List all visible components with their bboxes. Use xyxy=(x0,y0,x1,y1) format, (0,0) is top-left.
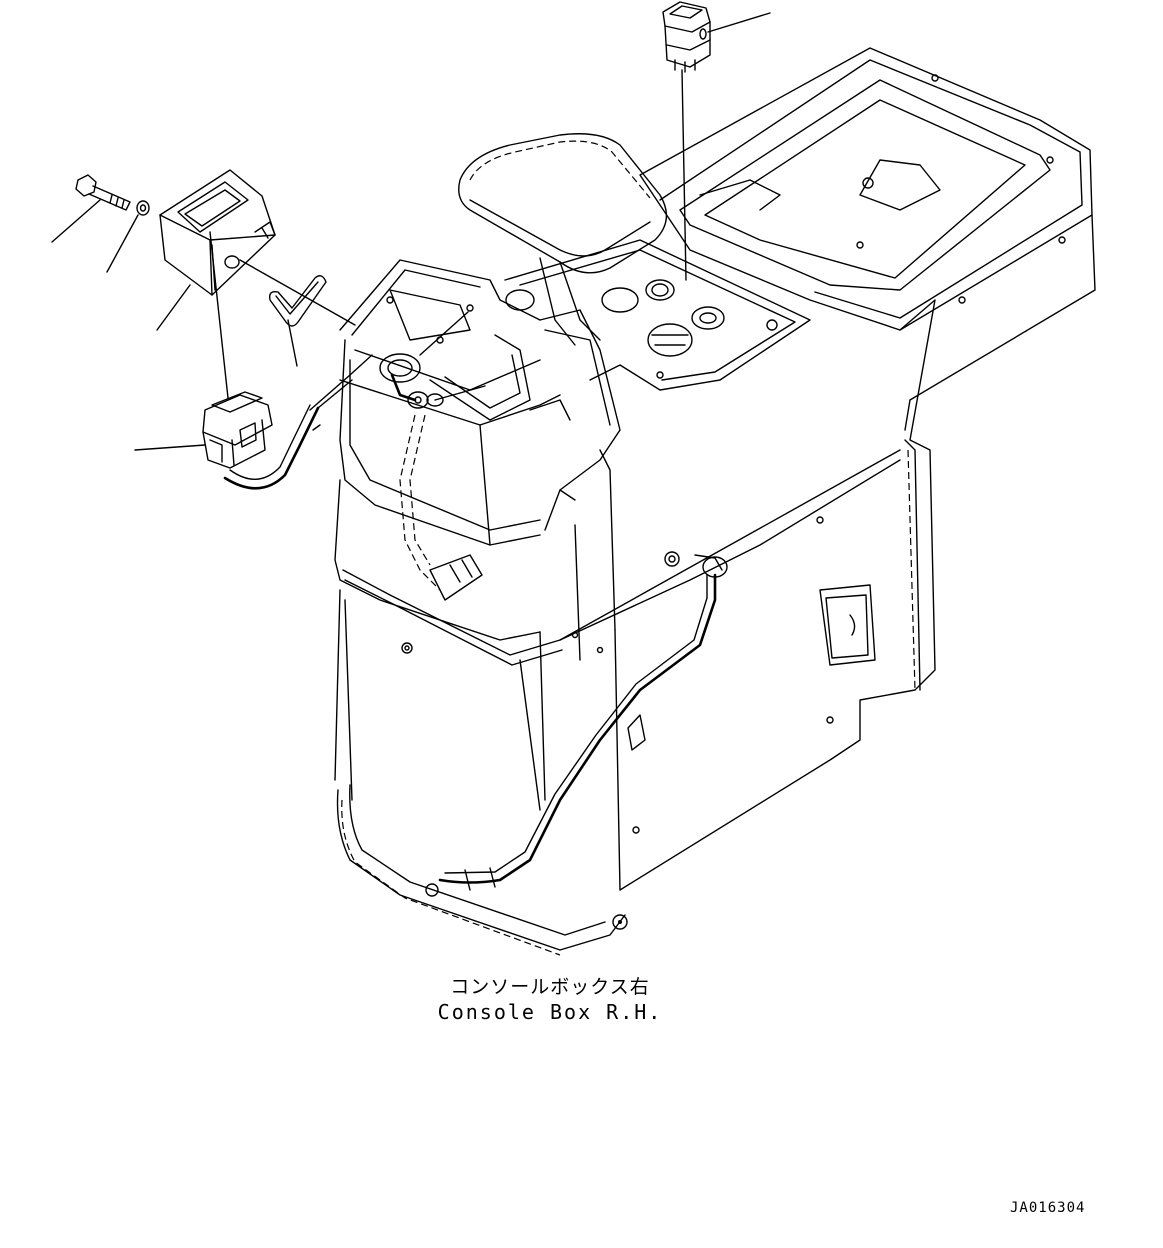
clip xyxy=(268,275,327,327)
cover xyxy=(159,169,276,296)
grommet xyxy=(379,353,444,409)
side-panel xyxy=(614,241,966,891)
rocker-switch-top xyxy=(662,1,711,73)
console-body xyxy=(334,259,901,811)
caption-japanese: コンソールボックス右 xyxy=(450,976,650,998)
assembly-lines xyxy=(209,69,687,399)
armrest xyxy=(458,133,668,346)
control-panel xyxy=(504,239,811,391)
wire-harness xyxy=(223,354,728,891)
drawing-id: JA016304 xyxy=(1010,1200,1086,1216)
rear-tray xyxy=(639,47,1096,431)
bolt xyxy=(75,174,131,211)
leader-lines xyxy=(51,12,771,451)
caption-english: Console Box R.H. xyxy=(437,1000,663,1024)
washer xyxy=(136,200,150,216)
console-base xyxy=(336,784,628,956)
rocker-switch-left xyxy=(202,391,273,469)
